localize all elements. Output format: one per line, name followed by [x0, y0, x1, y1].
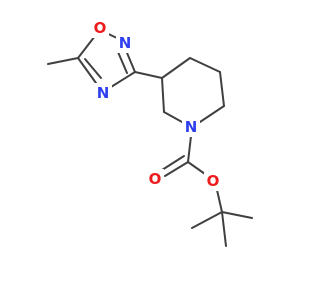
oxygen-atom-label: O: [94, 19, 107, 37]
oxygen-atom-label: O: [207, 172, 220, 190]
bond-c-o-double-a: [164, 161, 189, 177]
bond-pip-6: [161, 77, 165, 113]
bond-n4-c5-double: [84, 58, 102, 79]
bond-methyl: [47, 57, 79, 65]
bond-o-tbu: [216, 189, 223, 213]
bond-n4-c5: [77, 57, 97, 84]
oxygen-atom-label: O: [149, 170, 162, 188]
bond-c-o-double-b: [161, 155, 185, 171]
bond-c5-o1: [77, 35, 96, 59]
bond-c3-pip: [134, 71, 163, 79]
bond-tbu-me3: [221, 211, 227, 247]
bond-pip-2: [189, 57, 221, 73]
nitrogen-atom-label: N: [119, 34, 132, 52]
nitrogen-atom-label: N: [97, 84, 110, 102]
bond-pip-1: [161, 57, 191, 79]
bond-pip-5: [163, 111, 183, 123]
bond-c3-n4: [110, 71, 136, 88]
nitrogen-atom-label: N: [185, 118, 198, 136]
bond-tbu-me2: [221, 211, 253, 219]
bond-pip-4: [199, 105, 225, 123]
molecule-structure: O N N N O O: [47, 18, 253, 247]
bond-c-o-ester: [187, 161, 206, 175]
bond-pip-3: [219, 71, 225, 107]
bond-tbu-me1: [191, 211, 223, 229]
bond-n2-c3-double: [117, 51, 128, 74]
bond-n-carbonyl: [187, 135, 192, 163]
